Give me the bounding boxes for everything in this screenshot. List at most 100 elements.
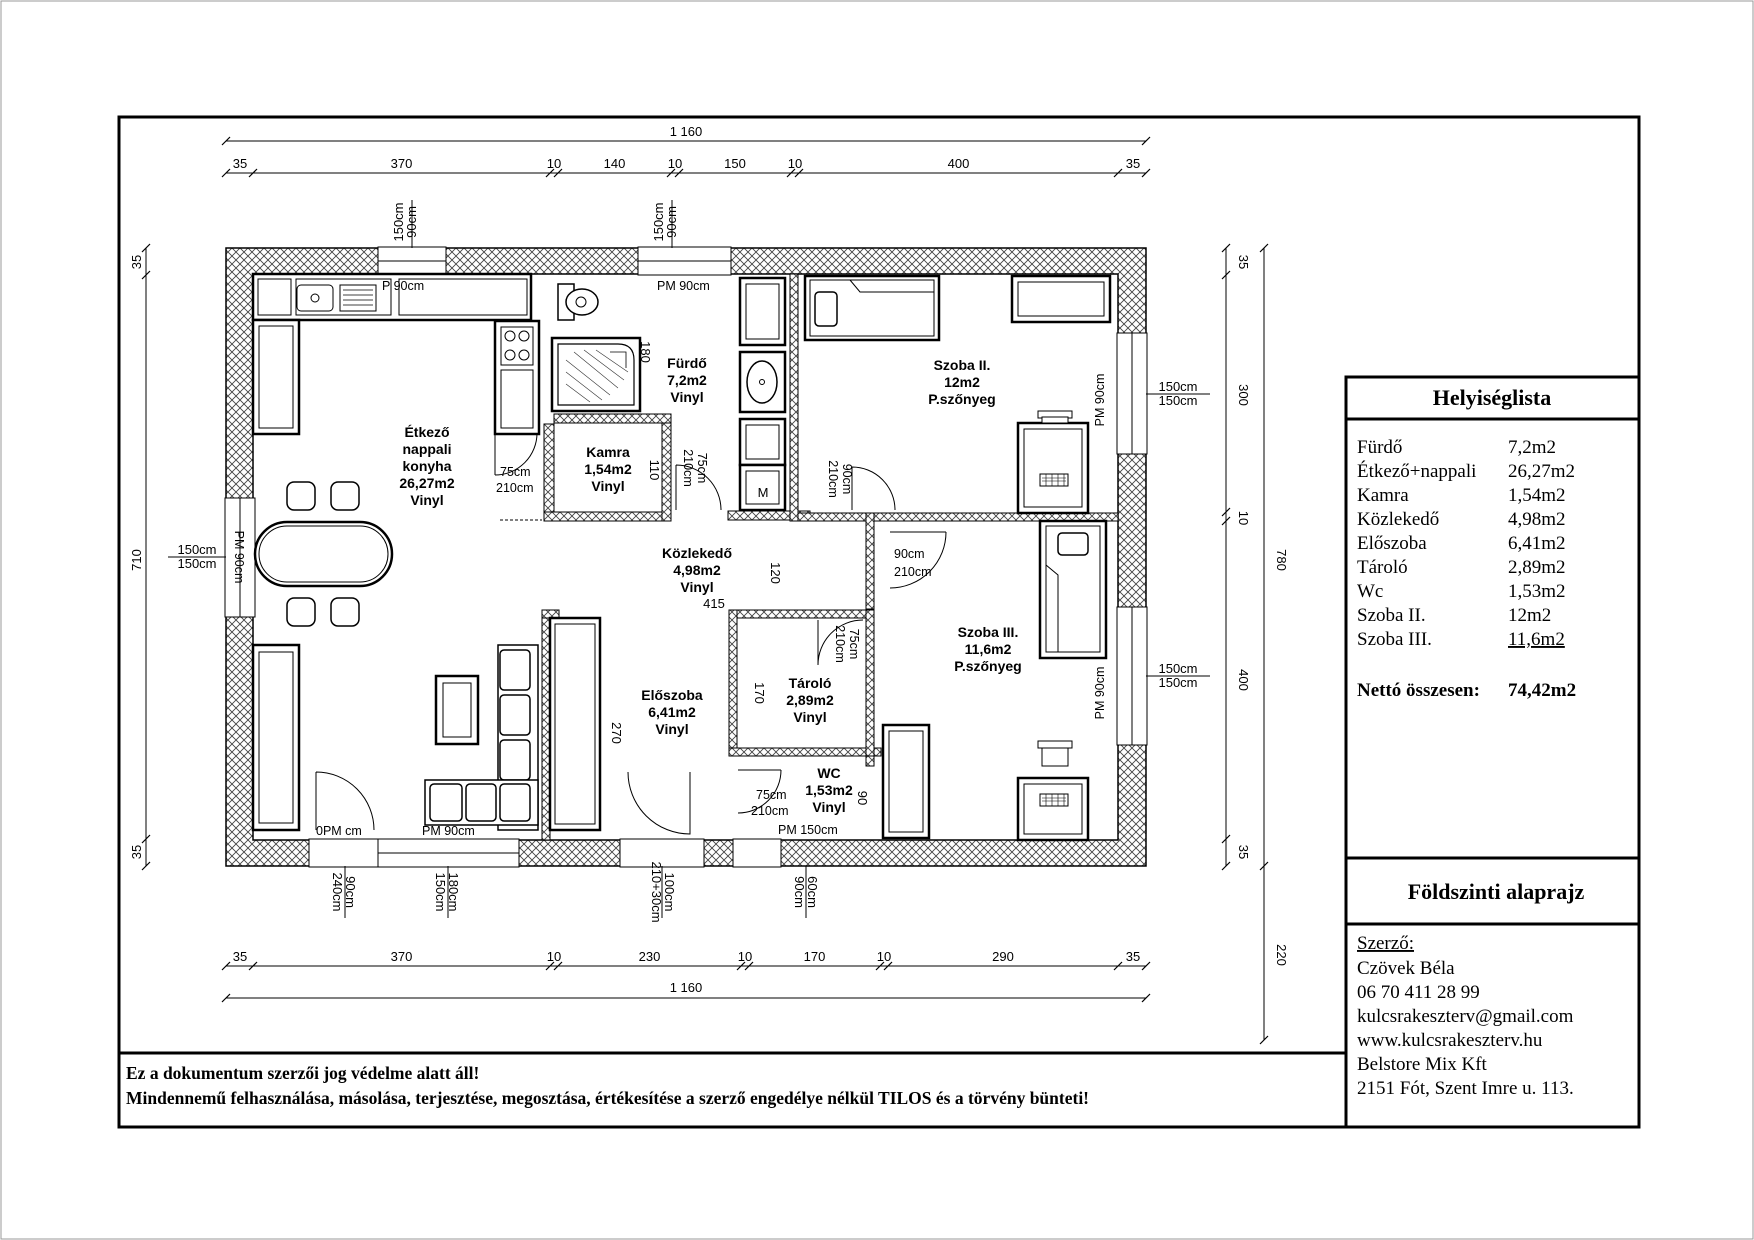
dim-top-total: 1 160: [670, 124, 703, 139]
room-furdo-line: 7,2m2: [667, 372, 707, 388]
room-etkezo-line: 26,27m2: [399, 475, 454, 491]
door-szoba3-a: 90cm: [894, 547, 925, 561]
dim-segment: 35: [129, 255, 144, 269]
room-list-area: 7,2m2: [1508, 437, 1556, 458]
room-list-name: Kamra: [1357, 485, 1409, 506]
room-list-name: Közlekedő: [1357, 509, 1439, 530]
window-top-mid-b: 150cm: [651, 202, 666, 241]
room-list-area: 12m2: [1508, 605, 1551, 626]
room-labels: Étkezőnappalikonyha26,27m2VinylFürdő7,2m…: [399, 355, 1021, 815]
dim-segment: 140: [604, 156, 626, 171]
dim-segment: 10: [788, 156, 802, 171]
dim-tick: [1259, 861, 1269, 871]
dim-tick: [545, 961, 555, 971]
dim-segment: 170: [804, 949, 826, 964]
room-furdo-line: Vinyl: [670, 389, 703, 405]
dim-tick: [1221, 834, 1231, 844]
dim-tick: [141, 861, 151, 871]
dim-segment: 150: [724, 156, 746, 171]
door-tarolo-a: 75cm: [847, 629, 861, 660]
dim-tick: [786, 168, 796, 178]
door-wc-b: 210cm: [751, 804, 789, 818]
copyright-line-1: Ez a dokumentum szerzői jog védelme alat…: [126, 1063, 479, 1083]
dim-segment: 35: [1126, 949, 1140, 964]
dim-tick: [1141, 961, 1151, 971]
dim-tick: [1221, 243, 1231, 253]
door-tarolo-b: 210cm: [833, 625, 847, 663]
dim-segment: 35: [233, 949, 247, 964]
room-list-title: Helyiséglista: [1433, 385, 1552, 410]
dim-tick: [1221, 507, 1231, 517]
window-right-bottom-b: 150cm: [1158, 675, 1197, 690]
dim-tick: [1259, 1035, 1269, 1045]
door-kamra-b: 210cm: [681, 449, 695, 487]
dim-tick: [248, 168, 258, 178]
dim-segment: 10: [547, 156, 561, 171]
dim-tick: [1221, 516, 1231, 526]
dim-270: 270: [609, 722, 624, 744]
dim-tick: [545, 168, 555, 178]
dim-tick: [553, 168, 563, 178]
door-swings: [315, 432, 947, 835]
author-line: Belstore Mix Kft: [1357, 1054, 1488, 1075]
door-kamra-a: 75cm: [695, 453, 709, 484]
door-kitchen-a: 75cm: [500, 465, 531, 479]
room-wc-line: 1,53m2: [805, 782, 853, 798]
window-top-left-b: 150cm: [391, 202, 406, 241]
room-kozlekedo-line: Vinyl: [680, 579, 713, 595]
dim-segment: 290: [992, 949, 1014, 964]
door-bottom-4-a: 60cm: [805, 876, 820, 908]
dim-segment: 10: [738, 949, 752, 964]
dim-tick: [1259, 243, 1269, 253]
author-line: Czövek Béla: [1357, 958, 1455, 979]
dim-tick: [141, 270, 151, 280]
author-line: 06 70 411 28 99: [1357, 982, 1480, 1003]
pm-szoba2-label: PM 90cm: [1093, 374, 1107, 427]
dim-segment: 35: [1236, 255, 1251, 269]
dim-tick: [794, 168, 804, 178]
dim-segment: 35: [1126, 156, 1140, 171]
dim-segment: 400: [1236, 669, 1251, 691]
window-right-bottom-a: 150cm: [1158, 661, 1197, 676]
dim-415: 415: [703, 596, 725, 611]
room-list-area: 2,89m2: [1508, 557, 1566, 578]
dim-tick: [221, 993, 231, 1003]
author-line: 2151 Fót, Szent Imre u. 113.: [1357, 1078, 1574, 1099]
dim-120: 120: [768, 562, 783, 584]
door-bottom-2-a: 180cm: [446, 872, 461, 911]
dim-segment: 710: [129, 549, 144, 571]
pm-bath-label: PM 90cm: [657, 279, 710, 293]
window-top-left-a: 90cm: [404, 206, 419, 238]
window-right-top-b: 150cm: [1158, 393, 1197, 408]
room-wc-line: Vinyl: [812, 799, 845, 815]
door-szoba2-a: 90cm: [840, 464, 854, 495]
author-line: kulcsrakeszterv@gmail.com: [1357, 1006, 1574, 1027]
dim-segment: 370: [391, 156, 413, 171]
dim-bottom-total: 1 160: [670, 980, 703, 995]
window-left-a: 150cm: [177, 542, 216, 557]
room-tarolo-line: Vinyl: [793, 709, 826, 725]
room-list-name: Előszoba: [1357, 533, 1427, 554]
room-kozlekedo-line: Közlekedő: [662, 545, 732, 561]
dim-180: 180: [638, 341, 653, 363]
author-label: Szerző:: [1357, 933, 1414, 954]
dim-tick: [1141, 993, 1151, 1003]
dim-tick: [553, 961, 563, 971]
room-list-name: Szoba II.: [1357, 605, 1426, 626]
dim-tick: [141, 834, 151, 844]
dim-90: 90: [855, 791, 870, 805]
dim-110: 110: [647, 460, 662, 481]
room-list-area: 6,41m2: [1508, 533, 1566, 554]
